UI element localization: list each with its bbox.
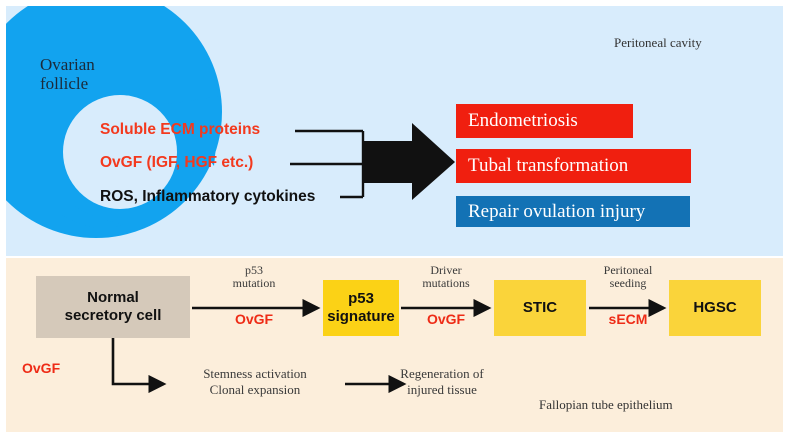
node-p53-line2: signature	[327, 308, 395, 325]
outcome-repair-ovulation-injury: Repair ovulation injury	[456, 196, 690, 227]
node-p53-line1: p53	[348, 290, 374, 308]
ovarian-follicle-graphic	[6, 6, 222, 238]
node-stic: STIC	[494, 280, 586, 336]
node-normal-line2: secretory cell	[64, 307, 162, 324]
factor-ros-cytokines: ROS, Inflammatory cytokines	[100, 188, 316, 205]
driver-label-ovgf-2: OvGF	[426, 311, 466, 327]
node-hgsc-line1: HGSC	[693, 299, 737, 317]
node-stic-line1: STIC	[522, 299, 558, 317]
arrow-normal-to-stemness	[111, 338, 167, 394]
follicle-antrum	[63, 95, 177, 209]
big-black-arrow	[364, 123, 455, 200]
fallopian-tube-epithelium-label: Fallopian tube epithelium	[539, 397, 673, 412]
outcome-endometriosis: Endometriosis	[456, 104, 633, 138]
factors-to-outcomes-connector	[290, 123, 455, 200]
driver-label-ovgf-1: OvGF	[234, 311, 274, 327]
follicle-tail	[60, 206, 124, 229]
outcome-tubal-transformation: Tubal transformation	[456, 149, 691, 183]
follicle-stigma-wedge	[168, 96, 221, 166]
driver-label-ovgf-branch: OvGF	[22, 360, 61, 376]
carcinogenesis-flow-arrows	[111, 298, 667, 394]
node-normal-line1: Normal	[87, 289, 139, 307]
node-normal-secretory-cell: Normal secretory cell	[36, 276, 190, 338]
factor-soluble-ecm-proteins: Soluble ECM proteins	[100, 121, 261, 138]
driver-label-secm: sECM	[608, 311, 648, 327]
peritoneal-cavity-label: Peritoneal cavity	[614, 35, 702, 50]
factor-ovgf: OvGF (IGF, HGF etc.)	[100, 154, 254, 171]
node-hgsc: HGSC	[669, 280, 761, 336]
node-p53-signature: p53 signature	[323, 280, 399, 336]
